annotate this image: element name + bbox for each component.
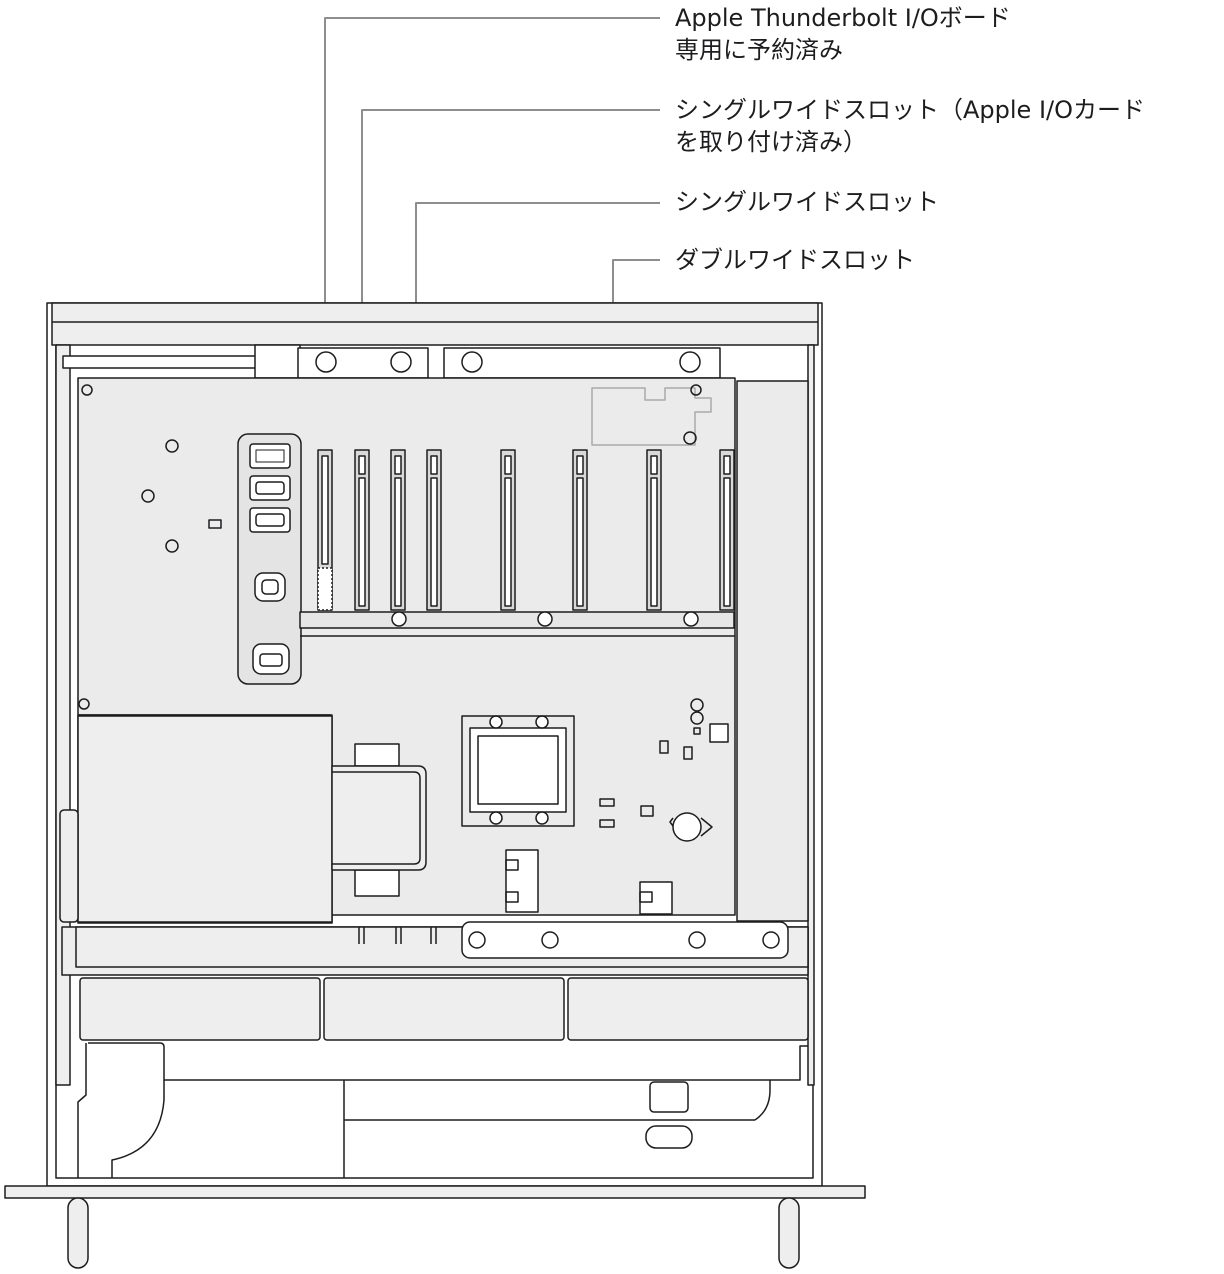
slot-double-wide-1 — [500, 449, 516, 611]
callout-line: ダブルワイドスロット — [675, 246, 915, 274]
slot-double-wide-3 — [646, 449, 662, 611]
slot-single-wide-2 — [426, 449, 442, 611]
callout-single-wide: シングルワイドスロット — [675, 186, 939, 218]
power-supply — [59, 715, 427, 923]
callout-thunderbolt-reserved: Apple Thunderbolt I/Oボード 専用に予約済み — [675, 2, 1011, 66]
callout-double-wide: ダブルワイドスロット — [675, 244, 915, 276]
pcie-slots — [299, 449, 735, 629]
top-brackets — [62, 344, 721, 379]
bracket-left — [297, 347, 429, 379]
callout-line: Apple Thunderbolt I/Oボード — [675, 4, 1011, 32]
callout-line: シングルワイドスロット — [675, 188, 939, 216]
board-components — [505, 698, 729, 915]
foot-left — [67, 1197, 89, 1269]
slot-double-wide-2 — [572, 449, 588, 611]
callout-line: を取り付け済み） — [675, 128, 867, 156]
callout-single-wide-io-card: シングルワイドスロット（Apple I/Oカード を取り付け済み） — [675, 94, 1145, 158]
leader-thunderbolt-reserved — [324, 17, 660, 440]
slot-io-card — [354, 449, 370, 611]
lower-rail — [61, 921, 809, 976]
slot-rail — [299, 611, 735, 629]
foot-right — [778, 1197, 800, 1269]
callout-line: シングルワイドスロット（Apple I/Oカード — [675, 96, 1146, 124]
bottom-internals — [77, 1042, 808, 1178]
slot-double-wide-4 — [719, 449, 735, 611]
fan-bays — [79, 977, 809, 1041]
battery — [672, 812, 702, 842]
top-rail — [51, 302, 819, 346]
callout-line: 専用に予約済み — [675, 36, 843, 64]
thunderbolt-io-board — [237, 433, 302, 685]
base — [4, 1185, 866, 1269]
slot-single-wide-1 — [390, 449, 406, 611]
slot-thunderbolt-reserved — [317, 449, 333, 611]
right-panel — [736, 380, 809, 922]
bracket-right — [443, 347, 721, 379]
slot-bracket-outline — [591, 384, 712, 446]
cpu-socket — [461, 715, 575, 827]
connector-right — [639, 881, 673, 915]
right-rail — [807, 344, 815, 1086]
